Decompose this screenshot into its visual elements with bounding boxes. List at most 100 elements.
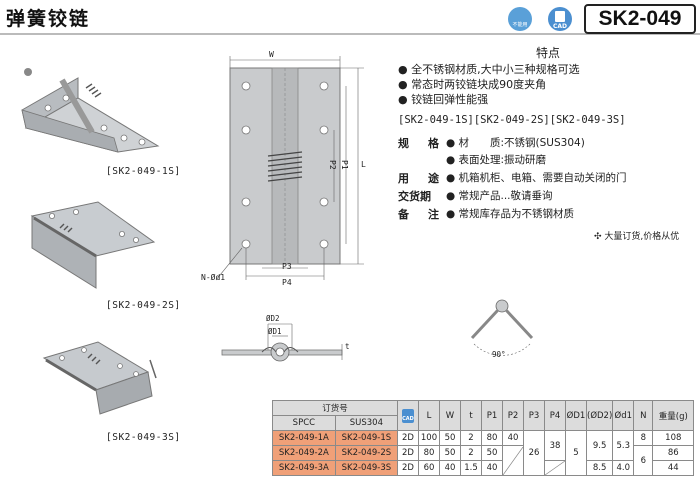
table-header-D1: ØD1 (565, 400, 587, 431)
spec-material-text: 材 质:不锈钢(SUS304) (458, 137, 585, 149)
product-label-2: [SK2-049-2S] (106, 300, 181, 311)
cell-t: 1.5 (460, 460, 482, 476)
cell-d1: 4.0 (612, 460, 635, 476)
cell-cad[interactable]: 2D (397, 445, 419, 461)
spec-val-delivery: ● 常规产品...敬请垂询 (446, 190, 553, 202)
spec-val-surface: ● 表面处理:振动研磨 (446, 154, 547, 166)
cell-P4-empty (544, 460, 566, 476)
cell-N: 6 (633, 445, 654, 476)
spec-val-usage: ● 机箱机柜、电箱、需要自动关闭的门 (446, 172, 627, 184)
table-row: SK2-049-3A SK2-049-3S 2D 60 40 1.5 40 8.… (272, 460, 695, 476)
cell-W: 40 (439, 460, 461, 476)
table-header-P3: P3 (523, 400, 545, 431)
table-header-d1: Ød1 (612, 400, 635, 431)
spec-val-remark: ● 常规库存品为不锈钢材质 (446, 208, 575, 220)
cell-P1: 40 (481, 460, 503, 476)
dim-P2: P2 (328, 160, 337, 170)
dim-t: t (345, 342, 350, 351)
cell-P2-empty (502, 445, 524, 476)
cell-d1: 5.3 (612, 430, 635, 461)
table-header-P1: P1 (481, 400, 503, 431)
cell-P4: 38 (544, 430, 566, 461)
cell-D2: 9.5 (585, 430, 614, 461)
dim-hole: N-Ød1 (201, 273, 226, 282)
cell-P1: 80 (481, 430, 503, 446)
cell-P1: 50 (481, 445, 503, 461)
empty-cell-slash (545, 461, 565, 475)
cell-spcc: SK2-049-1A (272, 430, 336, 446)
bulk-order-text: 大量订货,价格从优 (604, 232, 680, 242)
spec-key-delivery: 交货期 (398, 190, 431, 203)
spec-key-remark: 备 注 (398, 208, 443, 221)
side-view-drawing (221, 323, 343, 362)
free-icon-label: 不能用 (512, 22, 528, 28)
cell-D2: 8.5 (585, 460, 614, 476)
dim-P3: P3 (282, 262, 292, 271)
angle-view-drawing (470, 299, 534, 356)
cell-P3: 26 (523, 430, 545, 476)
table-header-L: L (418, 400, 440, 431)
page-title: 弹簧铰链 (6, 8, 91, 30)
table-header-P2: P2 (502, 400, 524, 431)
empty-cell-slash (503, 446, 523, 475)
spec-key-usage: 用 途 (398, 172, 443, 185)
feature-item-3: ● 铰链回弹性能强 (398, 93, 489, 106)
table-header-spcc: SPCC (272, 415, 336, 431)
product-label-1: [SK2-049-1S] (106, 166, 181, 177)
dim-P4: P4 (282, 278, 292, 287)
cell-cad[interactable]: 2D (397, 430, 419, 446)
dim-L: L (361, 160, 366, 169)
cell-weight: 86 (652, 445, 695, 461)
table-header-t: t (460, 400, 482, 431)
features-title: 特点 (536, 46, 561, 60)
feature-text-3: 铰链回弹性能强 (411, 93, 489, 106)
spec-val-material: ● 材 质:不锈钢(SUS304) (446, 137, 585, 149)
free-icon: 不能用 (508, 7, 532, 31)
angle-label: 90° (492, 350, 506, 359)
spec-surface-text: 表面处理:振动研磨 (458, 154, 547, 166)
table-row: SK2-049-2A SK2-049-2S 2D 80 50 2 50 6 86 (272, 445, 695, 476)
dim-W: W (269, 50, 274, 59)
feature-item-1: ● 全不锈钢材质,大中小三种规格可选 (398, 63, 580, 76)
cell-spcc: SK2-049-3A (272, 460, 336, 476)
cell-L: 80 (418, 445, 440, 461)
spec-usage-text: 机箱机柜、电箱、需要自动关闭的门 (458, 172, 627, 184)
feature-text-1: 全不锈钢材质,大中小三种规格可选 (411, 63, 580, 76)
cell-sus304: SK2-049-2S (334, 445, 399, 461)
cell-cad[interactable]: 2D (397, 460, 419, 476)
dim-D2: ØD2 (266, 314, 280, 323)
spec-remark-text: 常规库存品为不锈钢材质 (458, 208, 575, 220)
cell-D1: 5 (565, 430, 587, 476)
cell-sus304: SK2-049-1S (334, 430, 399, 446)
cell-N: 8 (633, 430, 654, 446)
cell-W: 50 (439, 445, 461, 461)
spec-models: [SK2-049-1S][SK2-049-2S][SK2-049-3S] (398, 114, 626, 126)
feature-text-2: 常态时两铰链块成90度夹角 (411, 78, 547, 91)
cell-spcc: SK2-049-2A (272, 445, 336, 461)
table-header-weight: 重量(g) (652, 400, 695, 431)
product-label-3: [SK2-049-3S] (106, 432, 181, 443)
cad-file-shape (555, 11, 565, 22)
table-header-N: N (633, 400, 654, 431)
hinge-photo-3 (42, 341, 157, 415)
cell-W: 50 (439, 430, 461, 446)
technical-drawing (215, 56, 364, 281)
cad-icon[interactable]: CAD (548, 7, 572, 31)
cell-weight: 108 (652, 430, 695, 446)
spec-delivery-text: 常规产品...敬请垂询 (458, 190, 553, 202)
cell-weight: 44 (652, 460, 695, 476)
cell-P2: 40 (502, 430, 524, 446)
dim-P1: P1 (340, 160, 349, 170)
table-header-D2: (ØD2) (585, 400, 614, 431)
hinge-photo-2 (30, 201, 156, 289)
table-header-sus304: SUS304 (334, 415, 399, 431)
cell-sus304: SK2-049-3S (334, 460, 399, 476)
dim-D1: ØD1 (268, 327, 282, 336)
spec-key-guige: 规 格 (398, 137, 443, 150)
header-divider (0, 33, 700, 35)
table-header-W: W (439, 400, 461, 431)
cell-t: 2 (460, 445, 482, 461)
table-group-header: 订货号 (272, 400, 398, 416)
cell-L: 100 (418, 430, 440, 446)
order-table: 订货号 CAD L W t P1 P2 P3 P4 ØD1 (ØD2) Ød1 … (272, 400, 695, 476)
